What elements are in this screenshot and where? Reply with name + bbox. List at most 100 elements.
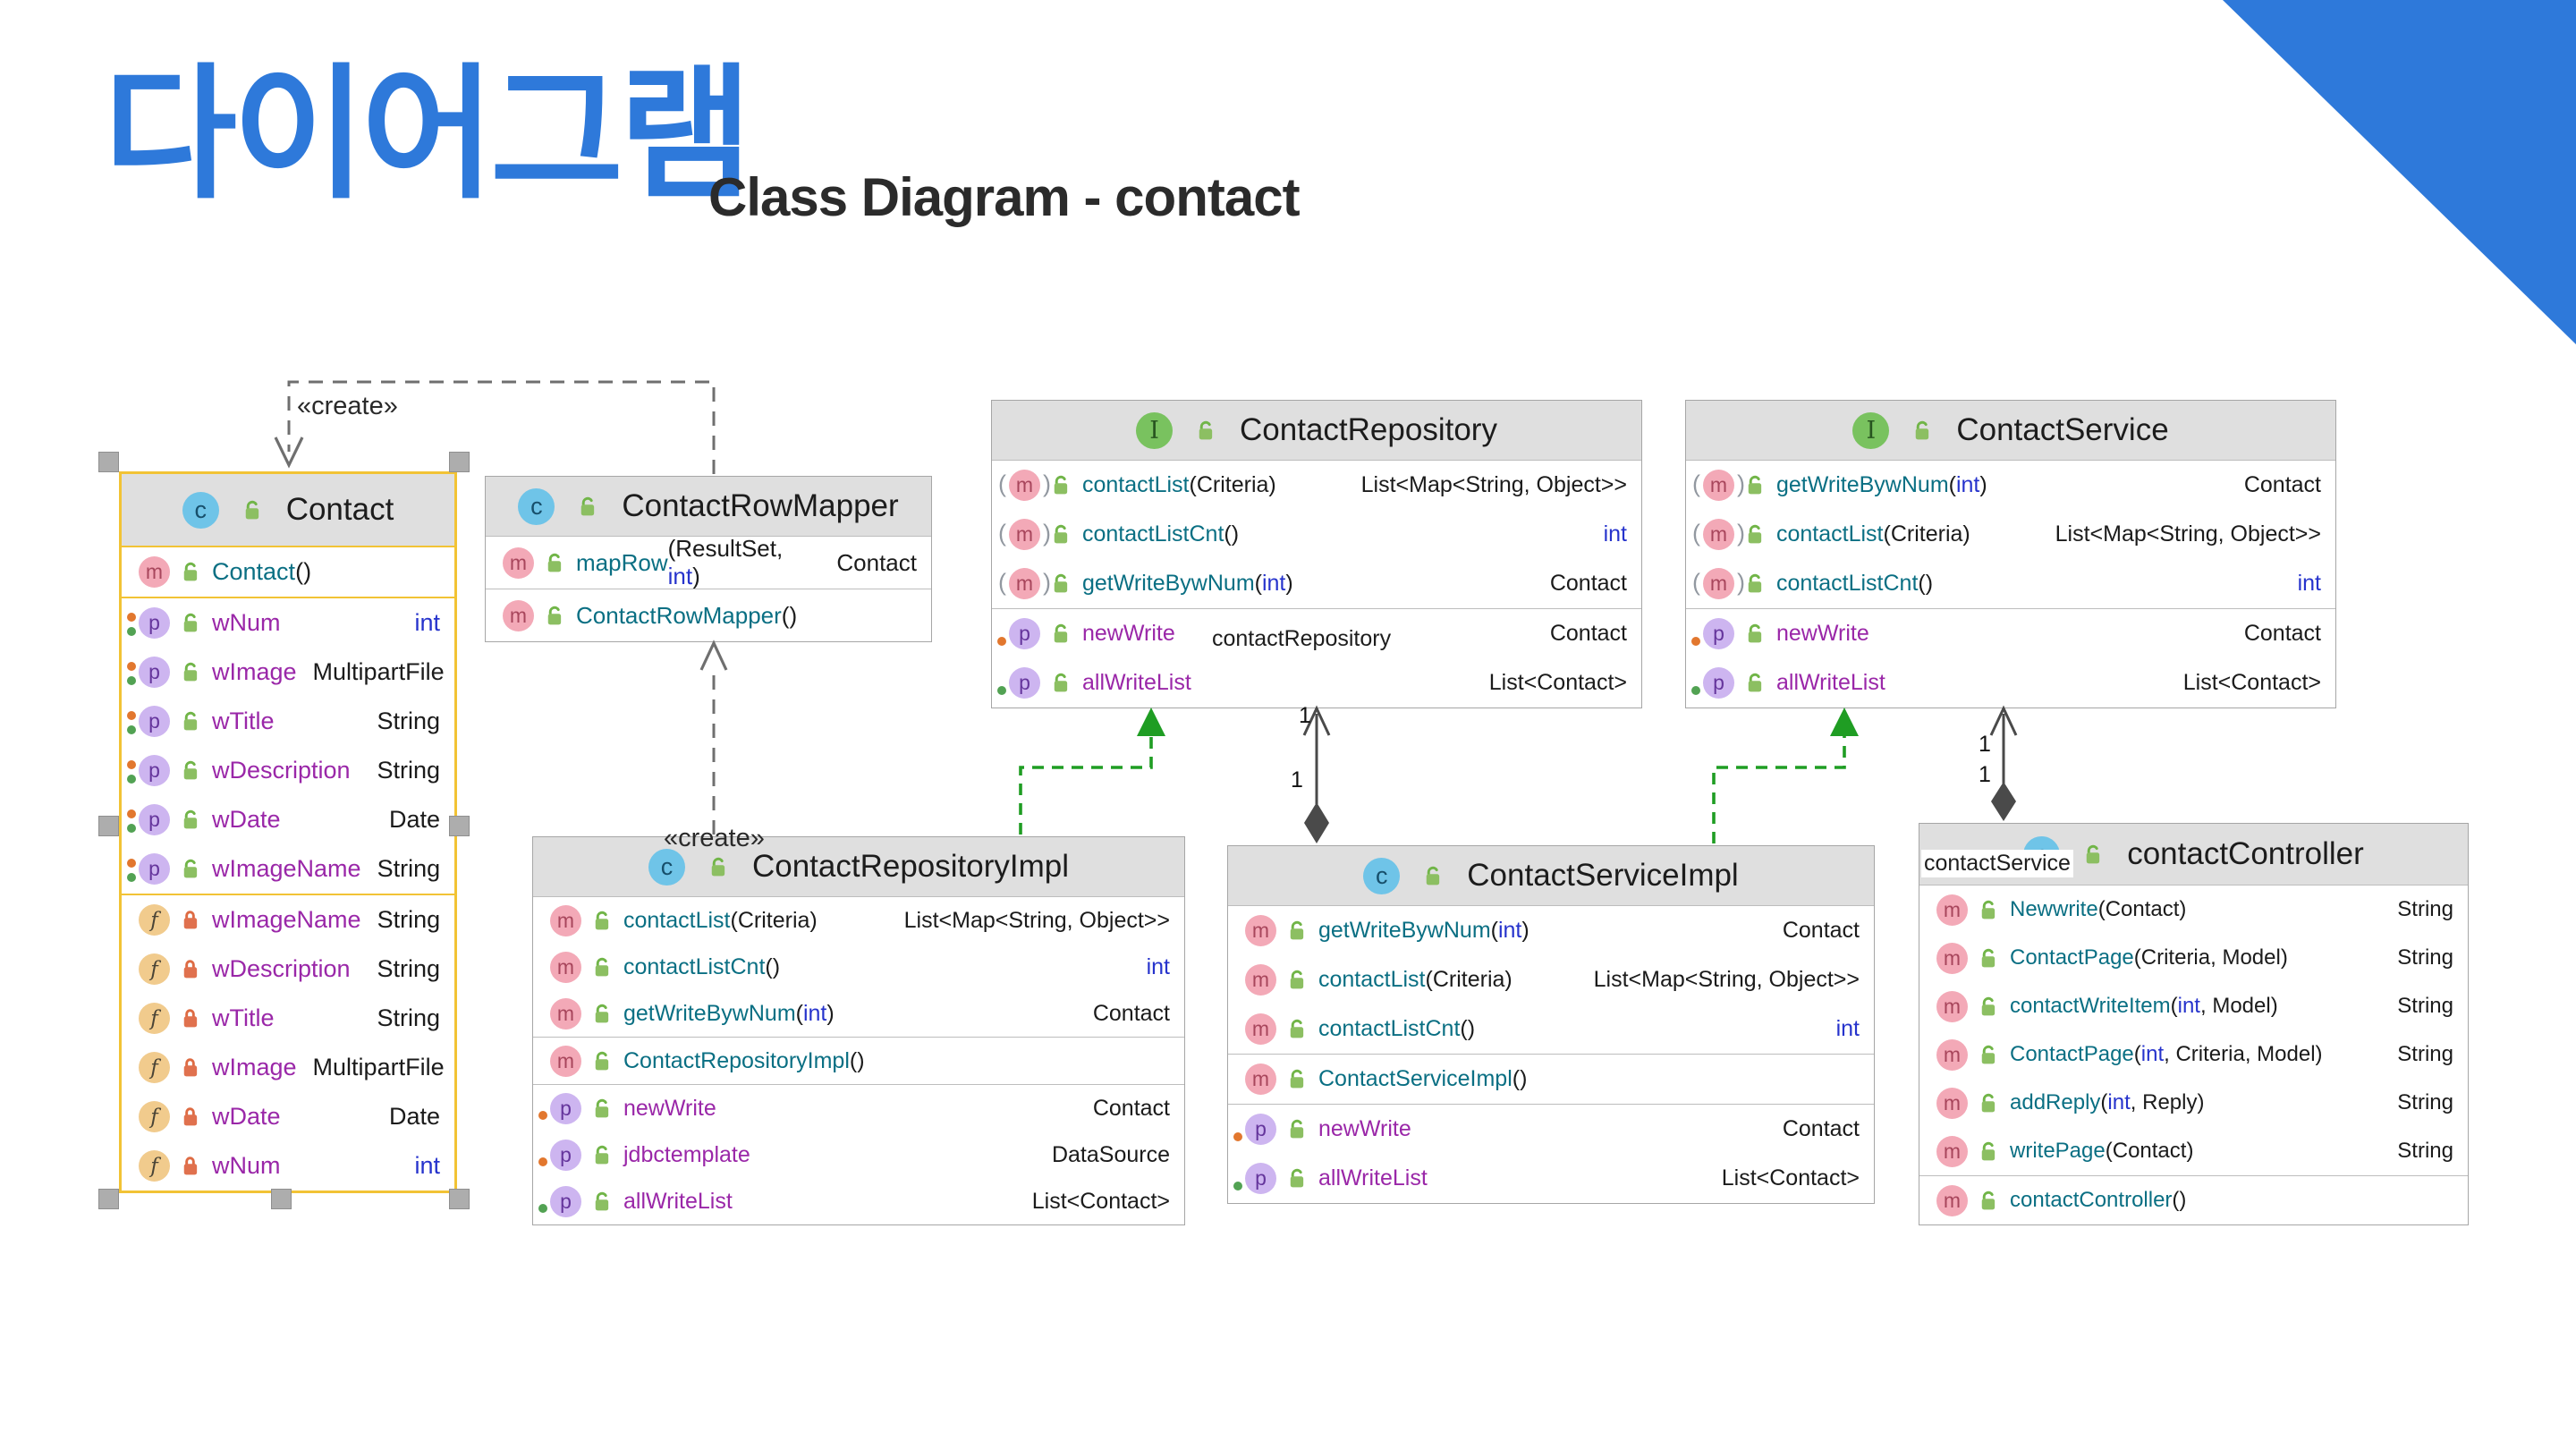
member-type: List<Contact> [1488,670,1627,695]
property-access-dots [127,706,139,738]
public-unlock-icon [1290,1069,1304,1089]
method-visibility-icon: m [550,904,581,936]
class-icon: c [2023,835,2061,873]
property-access-dots [1925,942,1936,974]
abstract-method-visibility-icon: m() [998,568,1051,599]
member-params: (int, Criteria, Model) [2133,1042,2323,1066]
public-unlock-icon [547,606,562,624]
selection-handle[interactable] [449,1189,470,1209]
public-unlock-icon [183,809,198,829]
selection-handle[interactable] [98,1189,119,1209]
member-name: wDescription [212,955,351,982]
member-type: String [2397,945,2453,970]
selection-handle[interactable] [98,816,119,836]
abstract-paren: ) [1737,470,1745,497]
method-visibility-icon: m [1936,894,1968,926]
class-icon: c [1363,857,1401,894]
member-row-contactListCnt[interactable]: m()contactListCnt()int [1686,559,2335,608]
selection-handle[interactable] [449,816,470,836]
member-type: String [377,708,440,734]
selection-handle[interactable] [98,452,119,472]
public-unlock-icon [1981,996,1996,1015]
selection-handle[interactable] [271,1189,292,1209]
member-name: getWriteBywNum [1776,472,1949,497]
member-row-getWriteBywNum[interactable]: m()getWriteBywNum(int)Contact [992,559,1641,608]
member-name: wImage [212,658,297,685]
member-name: ContactPage [2010,1042,2134,1066]
property-access-dots [538,1045,550,1077]
abstract-paren: ( [998,470,1006,497]
member-row-contactList[interactable]: m()contactList(Criteria)List<Map<String,… [1686,510,2335,559]
member-name: ContactPage [2010,945,2134,970]
member-row-contactListCnt[interactable]: m()contactListCnt()int [992,510,1641,559]
method-visibility-icon: m [1936,1135,1968,1167]
member-type: String [377,906,441,933]
member-params: (int, Model) [2170,994,2278,1018]
member-row-getWriteBywNum[interactable]: m()getWriteBywNum(int)Contact [1686,461,2335,510]
member-name: wDate [212,1103,281,1130]
property-visibility-icon: p [139,706,170,737]
member-row-contactList[interactable]: m()contactList(Criteria)List<Map<String,… [992,461,1641,510]
property-access-dots [127,1003,139,1035]
selection-handle[interactable] [449,452,470,472]
field-visibility-icon: f [139,1101,170,1132]
